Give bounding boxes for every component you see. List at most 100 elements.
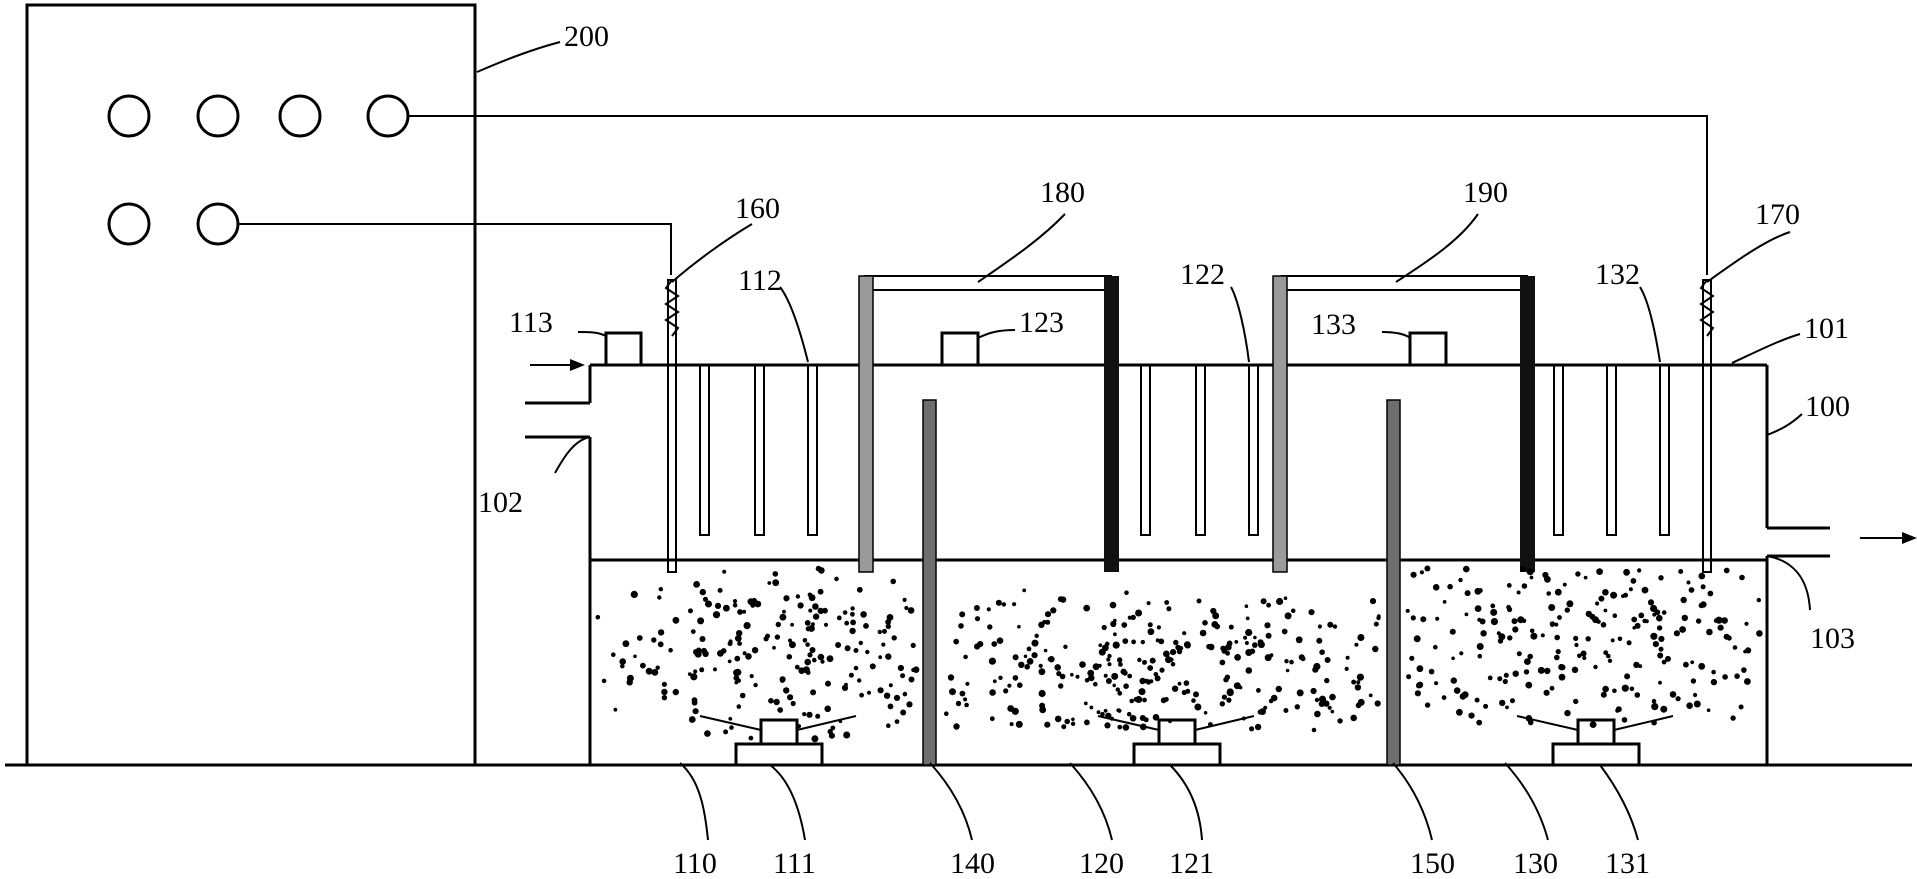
particle [1329,693,1336,701]
particle [626,674,634,682]
particle [1490,603,1496,609]
particle [1290,608,1296,614]
particle [1512,626,1519,633]
particle [1647,599,1655,606]
particle [1641,586,1649,594]
particle [1463,565,1470,573]
particle [1252,642,1258,648]
label-123: 123 [1019,306,1064,339]
particle [996,637,1004,644]
label-150: 150 [1410,847,1455,879]
particle [1268,698,1274,704]
particle [1214,623,1221,630]
particle [893,694,901,702]
particle [1176,648,1183,655]
particle [1007,683,1012,688]
aerator-131 [1516,715,1674,767]
vent-cap-123 [940,331,980,365]
particle [1634,622,1641,629]
particle [651,669,659,676]
particle [1409,655,1415,661]
particle [1543,689,1550,696]
particle [1164,600,1170,605]
particle [1173,639,1179,646]
particle [611,652,616,657]
particle [1122,638,1129,644]
particle [1447,583,1453,590]
particle [1656,625,1663,631]
particle [1519,566,1526,572]
particle [797,602,804,609]
particle [737,609,743,615]
particle [830,725,836,731]
particle [986,607,991,612]
particle [1476,643,1484,650]
particle [1502,678,1508,685]
electrode-plate [1659,364,1670,536]
particle [805,670,811,675]
particle [1621,594,1625,598]
particle [1610,638,1615,643]
particle [828,732,836,739]
particle [1406,674,1412,680]
particle [1003,688,1009,694]
particle [1410,615,1416,621]
particle [1220,645,1226,652]
particle [1555,649,1561,655]
particle [1623,568,1630,576]
particle [1044,721,1051,728]
particle [1626,640,1632,646]
particle [701,647,707,654]
particle [1468,712,1475,719]
particle [1142,697,1147,703]
particle [810,622,815,627]
particle [1283,708,1289,713]
particle [1717,624,1724,631]
particle [1628,587,1633,592]
control-knob [196,94,240,138]
particle [1147,628,1155,636]
particle [651,637,657,643]
particle [1225,643,1232,651]
particle [987,624,993,630]
particle [1234,654,1241,661]
particle [1312,666,1319,673]
particle [1238,685,1243,690]
particle [1706,708,1711,712]
particle [1109,601,1117,609]
particle [1294,704,1301,710]
particle [1048,656,1055,663]
vent-cap-113 [604,331,643,365]
particle [1554,634,1560,641]
label-100: 100 [1805,390,1850,423]
particle [1695,618,1702,624]
particle [1630,578,1637,584]
particle [1419,570,1424,575]
particle [853,665,859,671]
particle [1582,655,1587,661]
particle [1045,619,1051,625]
particle [1376,614,1381,618]
particle [783,687,790,694]
particle [1135,609,1143,617]
particle [857,678,862,683]
particle [1474,587,1482,595]
particle [1059,673,1066,680]
particle [806,711,813,718]
particle [1596,568,1603,575]
particle [743,622,751,630]
particle [1017,682,1023,688]
particle [1226,697,1232,703]
particle [1156,625,1161,630]
particle [877,687,884,694]
control-knob [196,202,240,246]
particle [865,649,870,655]
particle [878,655,883,660]
particle [1549,685,1555,691]
particle [790,622,794,627]
particle [777,707,784,713]
particle [1031,639,1039,647]
particle [1327,705,1332,710]
particle [1154,675,1161,682]
particle [1266,602,1271,608]
